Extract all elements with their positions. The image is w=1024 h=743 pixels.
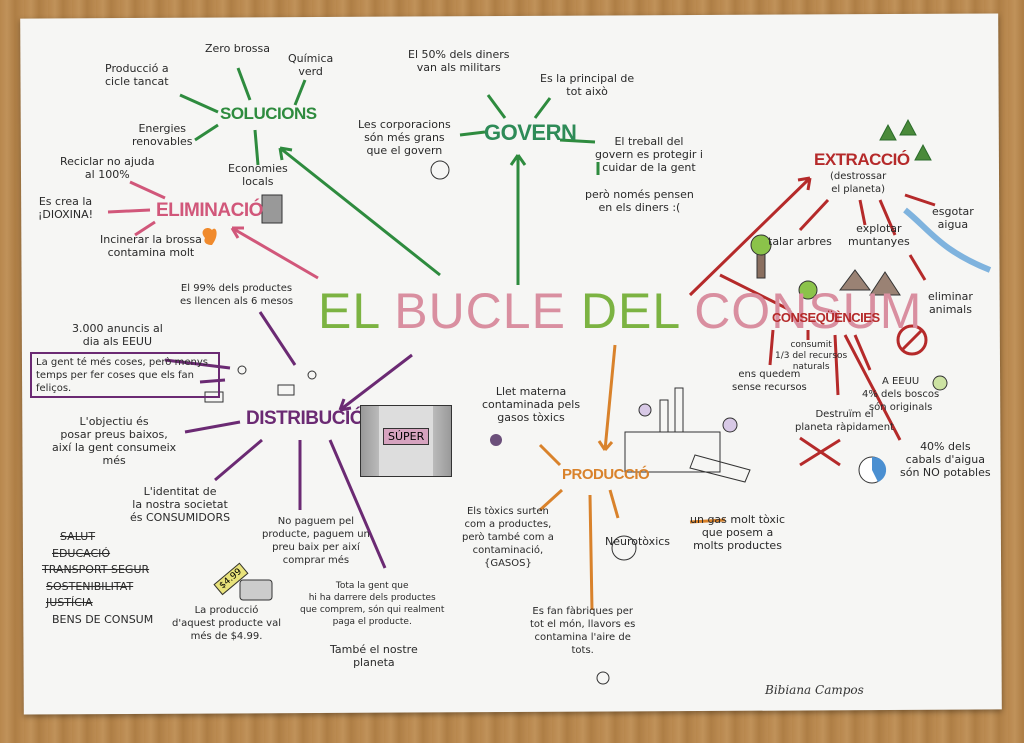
node-produccio: PRODUCCIÓ	[562, 466, 650, 483]
solucions-item: Producció a cicle tancat	[105, 62, 169, 88]
govern-item: Es la principal de tot això	[540, 72, 635, 98]
arrow-to-produccio	[597, 344, 617, 451]
eliminacio-item: Es crea la ¡DIOXINA!	[38, 195, 94, 221]
solucions-item: Energies renovables	[132, 122, 193, 148]
bens-de-consum: BENS DE CONSUM	[52, 613, 154, 626]
govern-item: però només pensen en els diners :(	[585, 188, 694, 214]
consequencies-item: Destruïm el planeta ràpidament	[795, 409, 894, 433]
node-extraccio: EXTRACCIÓ	[814, 150, 910, 169]
forest-icon	[879, 118, 932, 161]
solucions-item: Zero brossa	[205, 42, 271, 55]
node-govern: GOVERN	[484, 120, 577, 145]
solucions-item: Química verd	[288, 52, 334, 78]
price-note: La producció d'aquest producte val més d…	[172, 605, 281, 642]
extraccio-item: talar arbres	[768, 235, 832, 248]
consequencies-item: A EEUU 4% dels boscos són originals	[862, 376, 940, 413]
pie-4-percent-icon	[932, 375, 948, 391]
distribucio-item: 3.000 anuncis al dia als EEUU	[72, 322, 163, 348]
distribucio-item: El 99% dels productes es llencen als 6 m…	[180, 283, 294, 307]
govern-item: Les corporacions són més grans que el go…	[358, 118, 451, 157]
title-word: EL	[318, 283, 380, 339]
fire-icon	[202, 227, 217, 245]
consequencies-item: consumit 1/3 del recursos naturals	[775, 340, 848, 372]
extraccio-item: esgotar aigua	[932, 205, 974, 231]
distribucio-item: Tota la gent que hi ha darrere dels prod…	[300, 581, 445, 627]
bush-icon	[798, 280, 818, 300]
govern-item: El treball del govern es protegir i cuid…	[595, 135, 703, 174]
trash-bin-icon	[261, 194, 283, 224]
skull-icon	[596, 671, 610, 685]
distribucio-item: No paguem pel producte, paguem un preu b…	[262, 516, 370, 566]
produccio-item: Llet materna contaminada pels gasos tòxi…	[482, 385, 581, 424]
eliminacio-item: Reciclar no ajuda al 100%	[60, 155, 155, 181]
consequencies-item: 40% dels cabals d'aigua són NO potables	[900, 440, 991, 479]
crossed-item: SALUT	[60, 530, 96, 543]
crossed-item: JUSTÍCIA	[46, 596, 93, 609]
arrow-to-govern	[509, 154, 527, 285]
node-consequencies: CONSEQÜÈNCIES	[772, 310, 880, 325]
extraccio-item: explotar muntanyes	[848, 222, 910, 248]
distribucio-boxed-note: La gent té més coses, però menys temps p…	[30, 352, 220, 398]
title-word: BUCLE	[394, 283, 566, 339]
head-icon	[611, 535, 637, 561]
consequencies-item: ens quedem sense recursos	[732, 369, 807, 393]
skull-icon	[638, 403, 652, 417]
mountains-icon	[839, 269, 901, 296]
skull-icon	[722, 417, 738, 433]
arrow-to-distribucio	[338, 353, 413, 412]
arrow-to-eliminacio	[230, 226, 319, 280]
distribucio-item: També el nostre planeta	[330, 643, 418, 669]
no-animals-icon	[896, 324, 928, 356]
produccio-item: Neurotòxics	[605, 535, 671, 548]
crossed-item: EDUCACIÓ	[52, 547, 111, 560]
extraccio-item: eliminar animals	[928, 290, 973, 316]
crossed-planet-mark	[799, 436, 841, 467]
govern-item: El 50% dels diners van als militars	[408, 48, 510, 74]
factory-icon	[624, 387, 751, 483]
node-distribucio: DISTRIBUCIÓ	[246, 408, 365, 429]
crossed-item: SOSTENIBILITAT	[46, 580, 134, 593]
pregnant-woman-icon	[490, 434, 502, 446]
title-word: DEL	[580, 283, 680, 339]
node-eliminacio: ELIMINACIÓ	[156, 200, 263, 221]
produccio-item: Els tòxics surten com a productes, però …	[462, 506, 554, 569]
signature: Bibiana Campos	[765, 683, 864, 697]
main-title: EL BUCLE DEL CONSUM	[318, 282, 922, 340]
node-solucions: SOLUCIONS	[220, 104, 317, 123]
produccio-item: un gas molt tòxic que posem a molts prod…	[690, 513, 786, 552]
moneybag-man-icon	[430, 160, 450, 180]
crossed-item: TRANSPORT SEGUR	[42, 563, 150, 576]
distribucio-item: L'objectiu és posar preus baixos, així l…	[52, 415, 177, 467]
distribucio-item: L'identitat de la nostra societat és CON…	[130, 485, 231, 524]
radio-icon	[239, 579, 273, 601]
store-sign: SÚPER	[383, 428, 430, 445]
supermarket-icon: SÚPER	[360, 405, 452, 477]
arrow-to-solucions	[278, 146, 441, 277]
produccio-item: Es fan fàbriques per tot el món, llavors…	[530, 606, 636, 656]
river-icon	[903, 207, 992, 273]
extraccio-subtitle: (destrossar el planeta)	[830, 171, 887, 195]
arrow-to-extraccio	[688, 176, 812, 297]
eliminacio-item: Incinerar la brossa contamina molt	[100, 233, 202, 259]
solucions-item: Economies locals	[228, 162, 288, 188]
shopping-cart-icon	[204, 365, 317, 403]
title-word: CONSUM	[694, 283, 923, 339]
